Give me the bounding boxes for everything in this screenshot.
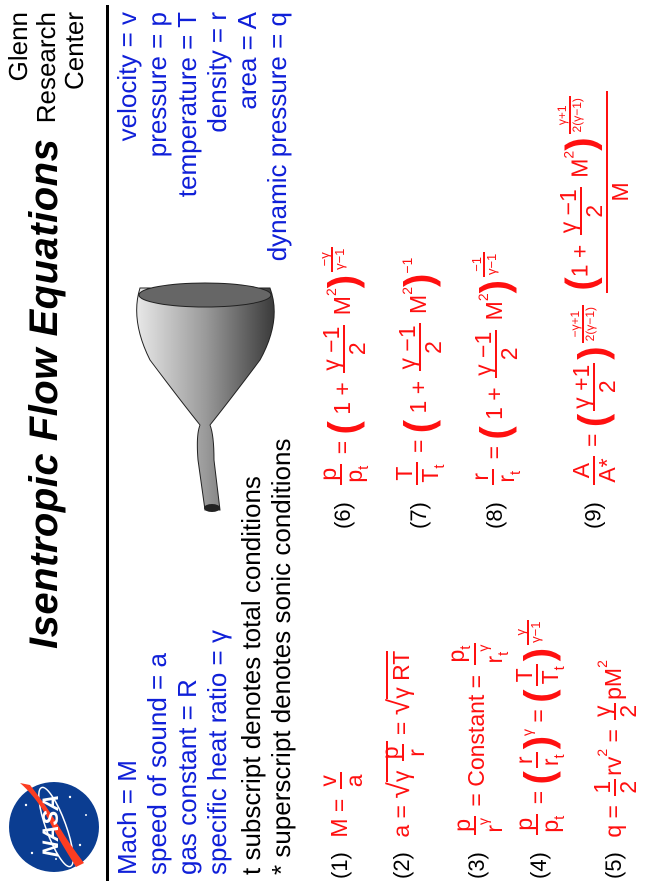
equation-7-number: (7) [406, 502, 432, 529]
def-gas-constant: gas constant = R [172, 679, 202, 875]
org-name: Glenn Research Center [3, 12, 89, 124]
equation-9-number: (9) [580, 502, 606, 529]
page-title: Isentropic Flow Equations [22, 138, 66, 649]
header-divider [106, 5, 109, 881]
equation-1-number: (1) [327, 852, 353, 879]
def-specific-heat-ratio: specific heat ratio = γ [202, 630, 232, 875]
constant-word: Constant [462, 694, 489, 787]
def-speed-of-sound: speed of sound = a [142, 653, 172, 875]
equation-4-number: (4) [526, 852, 552, 879]
def-density: density = r [202, 12, 232, 133]
def-temperature: temperature = T [172, 12, 202, 198]
org-line-1: Glenn [3, 12, 33, 82]
nozzle-icon [136, 282, 275, 512]
equation-6-number: (6) [330, 502, 356, 529]
def-pressure: pressure = p [142, 12, 172, 158]
equation-8-number: (8) [482, 502, 508, 529]
equation-2-number: (2) [389, 852, 415, 879]
org-line-2: Research [31, 12, 61, 124]
definitions-right: velocity = v pressure = p temperature = … [112, 12, 292, 261]
def-velocity: velocity = v [112, 12, 142, 142]
equation-3-number: (3) [463, 852, 489, 879]
nasa-logo-text: NASA [38, 794, 63, 857]
def-mach: Mach = M [112, 760, 142, 875]
nasa-logo-icon [9, 782, 99, 872]
equation-5-number: (5) [601, 852, 627, 879]
def-area: area = A [232, 12, 262, 110]
definitions-left: Mach = M speed of sound = a gas constant… [112, 630, 232, 875]
def-dynamic-pressure: dynamic pressure = q [262, 12, 292, 262]
org-line-3: Center [59, 12, 89, 91]
